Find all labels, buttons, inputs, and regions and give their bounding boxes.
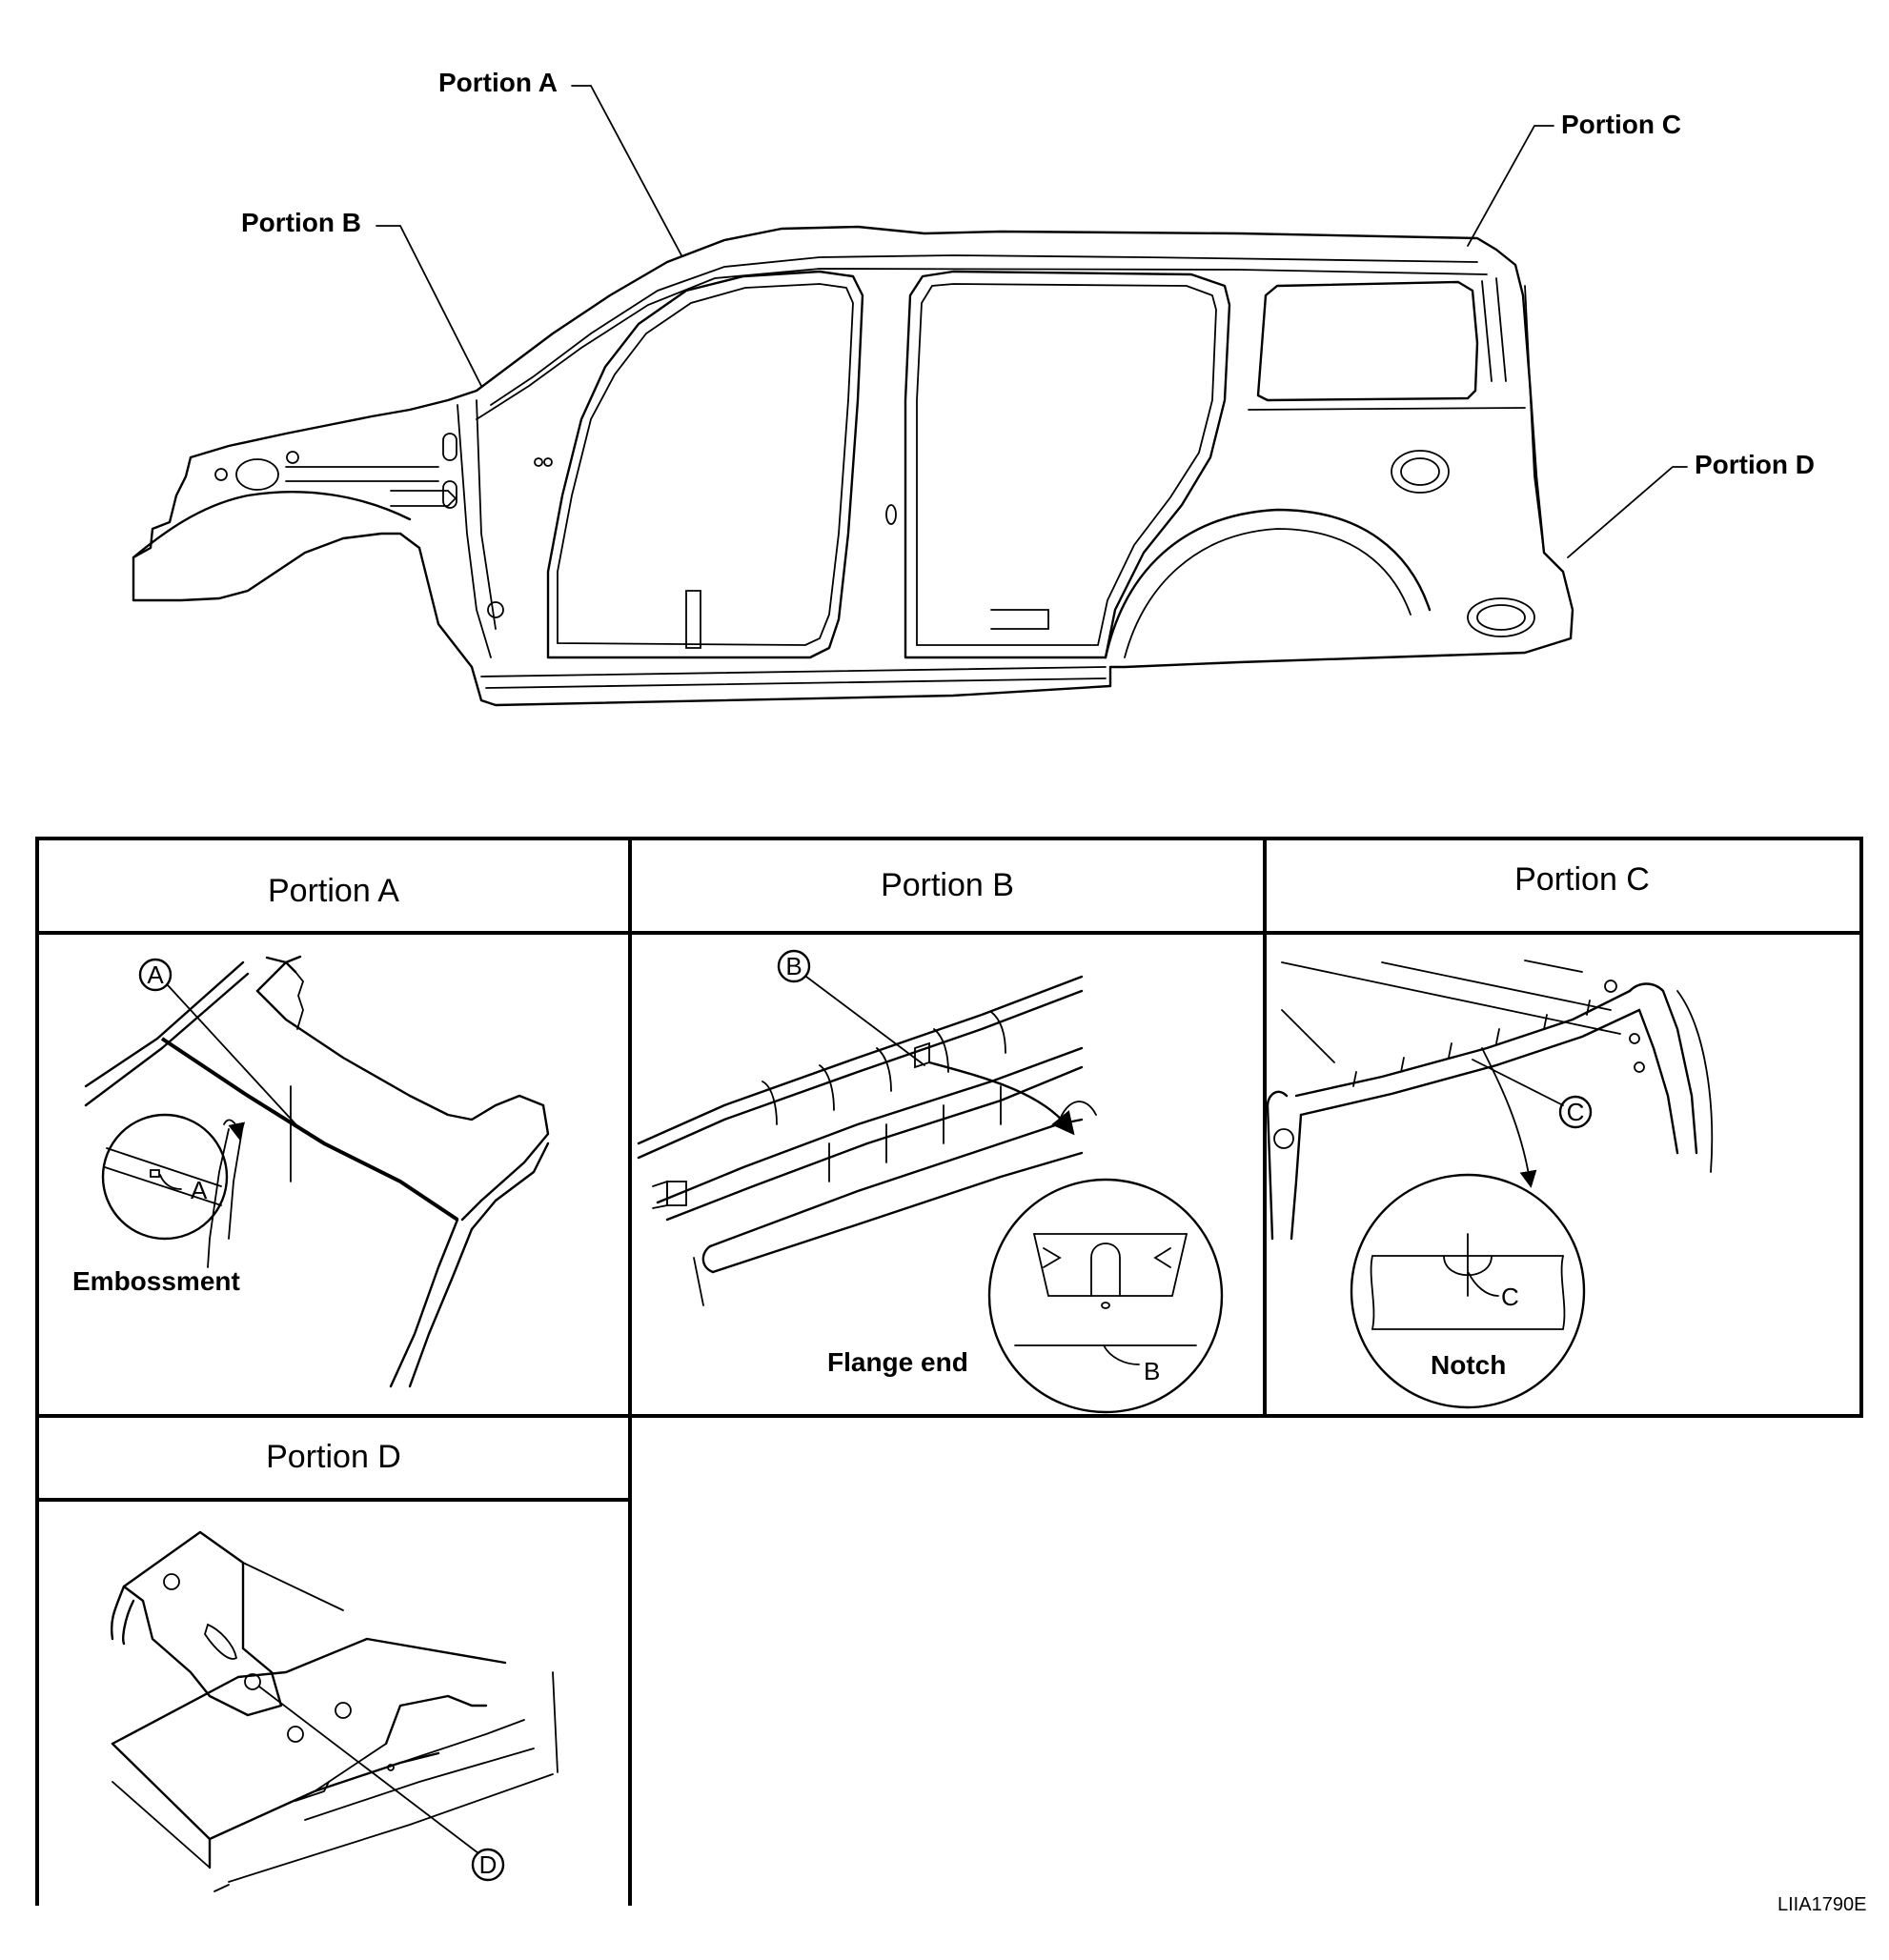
detail-letter-c: C xyxy=(1501,1283,1519,1311)
marker-b: B xyxy=(785,952,802,980)
callout-portion-a: Portion A xyxy=(438,68,558,97)
overview-leaders xyxy=(376,85,1688,558)
header-portion-b: Portion B xyxy=(881,867,1014,903)
header-portion-a: Portion A xyxy=(268,873,399,909)
header-portion-d: Portion D xyxy=(266,1439,401,1475)
note-flange-end: Flange end xyxy=(827,1347,968,1377)
callout-portion-b: Portion B xyxy=(241,208,361,237)
callout-portion-d: Portion D xyxy=(1695,450,1815,479)
detail-letter-b: B xyxy=(1144,1357,1160,1385)
panel-b-illustration xyxy=(637,949,1224,1414)
panel-a-illustration xyxy=(84,955,550,1388)
marker-d: D xyxy=(479,1850,498,1879)
header-portion-c: Portion C xyxy=(1514,861,1650,898)
marker-c: C xyxy=(1567,1098,1585,1126)
vehicle-body-side-illustration xyxy=(132,225,1574,707)
note-embossment: Embossment xyxy=(72,1266,240,1296)
figure-code: LIIA1790E xyxy=(1777,1894,1866,1915)
panel-c-illustration xyxy=(1266,960,1714,1409)
detail-letter-a: A xyxy=(191,1176,208,1204)
marker-a: A xyxy=(147,960,164,989)
callout-portion-c: Portion C xyxy=(1561,110,1681,139)
detail-grid xyxy=(35,837,1863,1906)
note-notch: Notch xyxy=(1431,1350,1506,1380)
panel-d-illustration xyxy=(111,1530,559,1892)
